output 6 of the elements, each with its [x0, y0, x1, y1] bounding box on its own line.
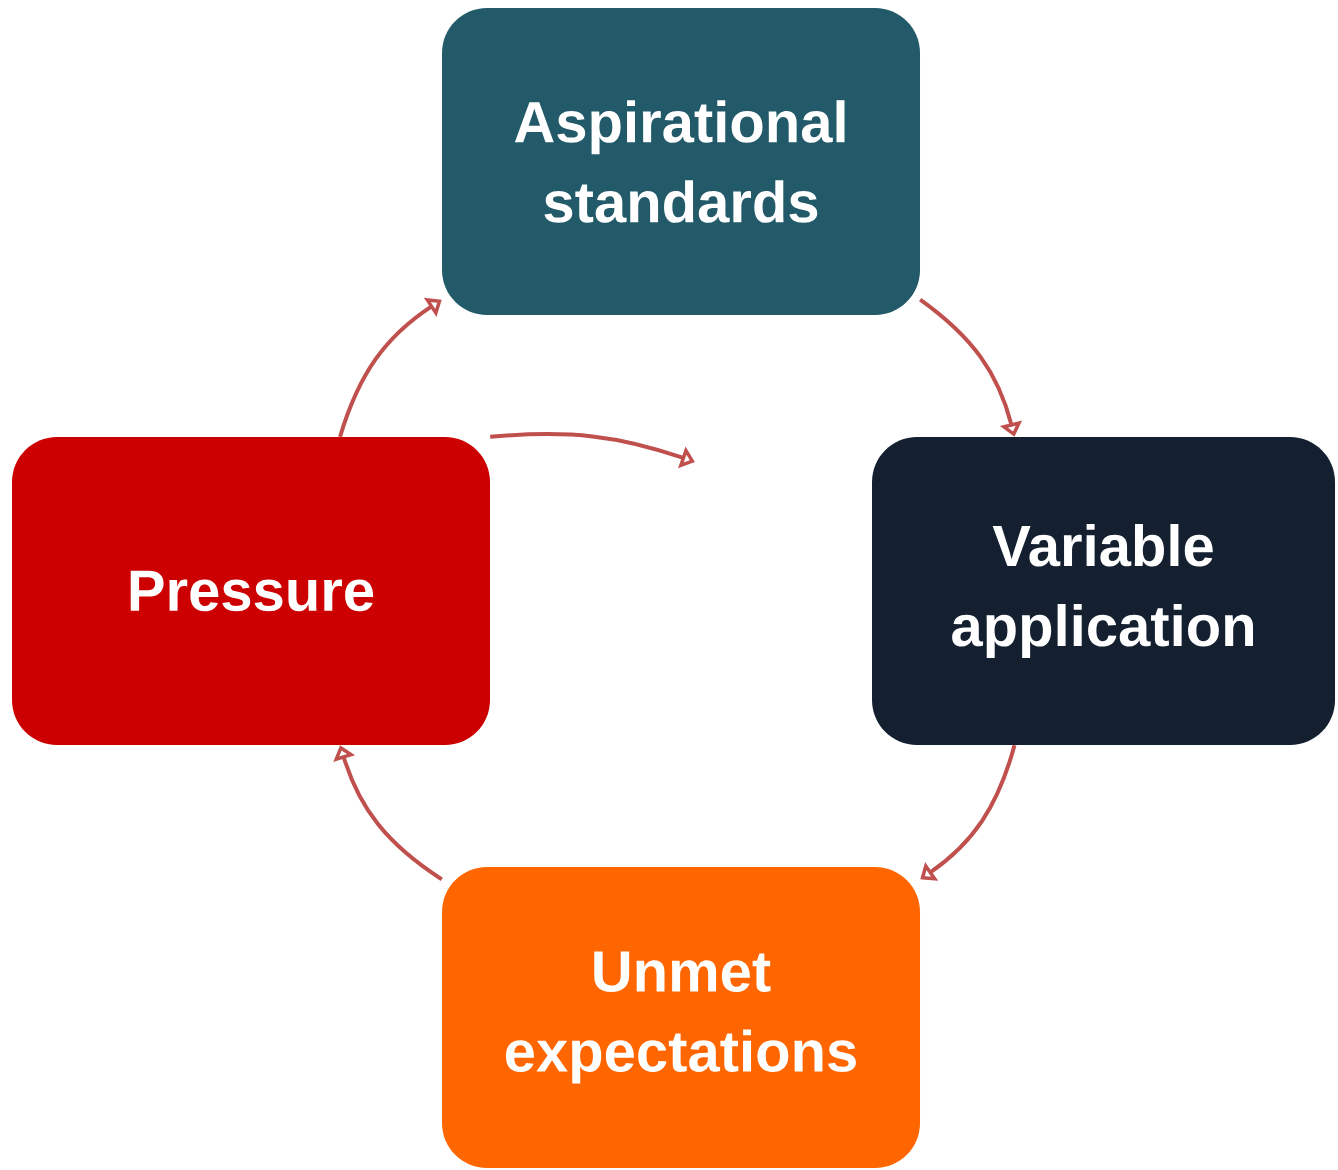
process-box: Variable application: [872, 437, 1335, 745]
process-box: Aspirational standards: [442, 8, 920, 315]
process-box: Pressure: [12, 437, 490, 745]
process-box: Unmet expectations: [442, 867, 920, 1168]
arrow: [338, 297, 442, 438]
arrow: [920, 744, 1017, 881]
